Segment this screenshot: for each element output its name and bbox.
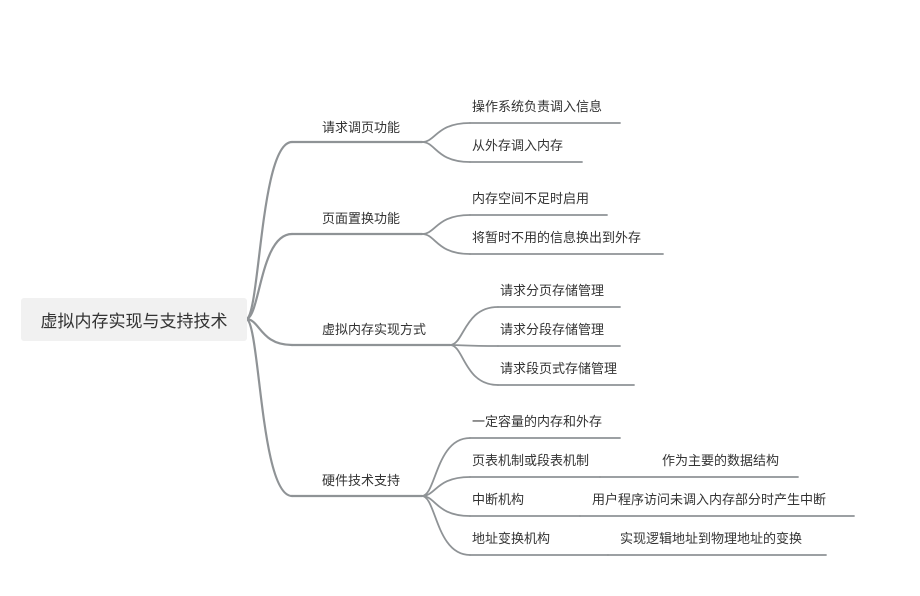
leaf-label-1-0[interactable]: 内存空间不足时启用 [472, 192, 590, 207]
leaf-label-2-1[interactable]: 请求分段存储管理 [500, 323, 605, 338]
leaf-label-3-0[interactable]: 一定容量的内存和外存 [472, 415, 603, 430]
branch-label-0[interactable]: 请求调页功能 [322, 121, 401, 136]
leaf-connector-3-2 [421, 495, 471, 517]
branch-connector-3 [244, 317, 294, 498]
root-node[interactable]: 虚拟内存实现与支持技术 [21, 298, 247, 341]
leaf-connector-1-1 [421, 233, 471, 255]
leaf-connector-3-3 [421, 495, 471, 556]
branch-label-2[interactable]: 虚拟内存实现方式 [322, 323, 427, 338]
leaf-connector-2-2 [449, 344, 499, 386]
leaf-label-2-2[interactable]: 请求段页式存储管理 [500, 362, 618, 377]
detail-label-3-1[interactable]: 作为主要的数据结构 [662, 454, 780, 469]
branch-label-1[interactable]: 页面置换功能 [322, 212, 401, 227]
leaf-connector-2-0 [449, 306, 499, 346]
leaf-connector-3-1 [421, 476, 471, 497]
branch-connector-2 [244, 317, 294, 347]
detail-label-3-2[interactable]: 用户程序访问未调入内存部分时产生中断 [592, 493, 827, 508]
leaf-label-1-1[interactable]: 将暂时不用的信息换出到外存 [472, 231, 642, 246]
leaf-label-2-0[interactable]: 请求分页存储管理 [500, 284, 605, 299]
leaf-connector-3-0 [421, 437, 471, 497]
leaf-label-3-2[interactable]: 中断机构 [472, 493, 525, 508]
leaf-connector-2-1 [449, 344, 499, 347]
leaf-label-0-1[interactable]: 从外存调入内存 [472, 139, 564, 154]
leaf-connector-0-0 [421, 122, 471, 143]
root-label: 虚拟内存实现与支持技术 [40, 312, 228, 332]
leaf-label-3-3[interactable]: 地址变换机构 [472, 532, 551, 547]
detail-label-3-3[interactable]: 实现逻辑地址到物理地址的变换 [620, 532, 803, 547]
branch-connector-1 [244, 232, 294, 321]
leaf-connector-0-1 [421, 141, 471, 163]
leaf-label-3-1[interactable]: 页表机制或段表机制 [472, 454, 590, 469]
branch-connector-0 [244, 140, 294, 321]
branch-label-3[interactable]: 硬件技术支持 [322, 474, 401, 489]
leaf-label-0-0[interactable]: 操作系统负责调入信息 [472, 100, 603, 115]
leaf-connector-1-0 [421, 214, 471, 235]
